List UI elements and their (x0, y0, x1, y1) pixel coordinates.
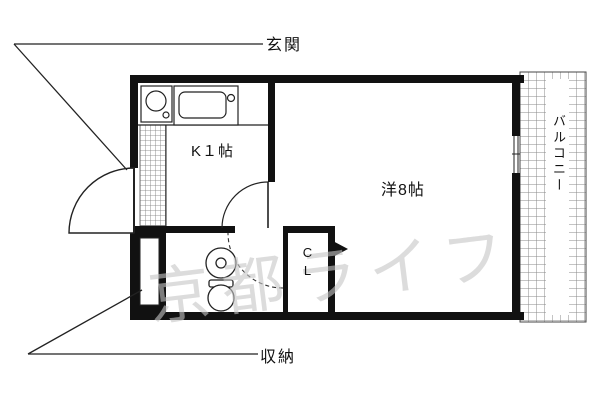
closet-door-marker (331, 240, 348, 258)
entrance-label: 玄関 (266, 37, 303, 54)
leader-lines (13, 43, 263, 355)
interior-door (221, 181, 269, 229)
balcony-label: バルコニー (551, 114, 566, 194)
stove-knob-icon (162, 111, 170, 119)
toilet-bowl-icon (207, 284, 235, 312)
wall-bath-closet-divider (283, 233, 288, 312)
interior-door-arc (221, 181, 269, 229)
stove-burner-icon (145, 90, 167, 112)
wall-right-upper (512, 75, 520, 136)
storage-label: 収納 (260, 349, 297, 366)
balcony-label-band (546, 79, 569, 315)
wall-kitchen-divider (268, 83, 275, 182)
balcony-area (519, 71, 587, 323)
wall-bottom (130, 312, 524, 320)
wall-top (130, 75, 524, 83)
wall-right-lower (512, 173, 520, 320)
wall-bath-top-left (138, 226, 235, 233)
entrance-door (68, 167, 135, 234)
main-room-label: 洋8帖 (381, 182, 425, 199)
storage-leader-line (27, 289, 143, 355)
kitchen-label: K１帖 (191, 143, 235, 160)
sink-basin-icon (178, 91, 227, 119)
wall-left-upper (130, 75, 138, 168)
stove-icon (140, 85, 173, 123)
wall-closet-right (328, 233, 335, 312)
entrance-leader-line (13, 43, 128, 171)
storage-closet (139, 237, 160, 306)
closet-label: CL (300, 245, 315, 281)
bathroom-door-arc-dashed (227, 232, 284, 289)
genkan-floor-hatch (139, 124, 167, 227)
faucet-icon (226, 93, 236, 103)
entrance-door-arc (68, 167, 135, 234)
balcony-door (512, 136, 520, 173)
washbasin-drain-icon (215, 257, 227, 269)
kitchen-fixtures (138, 85, 268, 226)
wall-bath-top-right (283, 226, 335, 233)
bathroom-fixtures (205, 247, 237, 312)
washbasin-icon (205, 247, 237, 279)
